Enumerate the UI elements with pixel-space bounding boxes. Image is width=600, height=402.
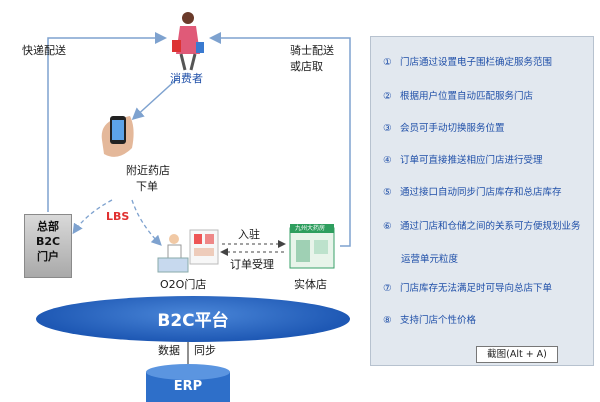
- shop-sign: 九州大药房: [295, 225, 326, 232]
- lbs-label: LBS: [106, 210, 130, 223]
- express-arrow: [47, 32, 167, 212]
- nearby-label-2: 下单: [136, 180, 158, 193]
- consumer-figure: [172, 12, 204, 71]
- feature-item-7: ⑦ 门店库存无法满足时可导向总店下单: [383, 283, 553, 294]
- phone-figure: [101, 116, 134, 157]
- feature-item-3: ③ 会员可手动切换服务位置: [383, 123, 505, 134]
- b2c-platform-label: B2C平台: [157, 311, 229, 331]
- hq-label-1: 总部: [37, 220, 59, 233]
- rider-arrow: [209, 32, 351, 247]
- rider-label-2: 或店取: [290, 60, 323, 73]
- erp-database-top: [146, 364, 230, 380]
- physical-store-figure: [289, 224, 335, 269]
- feature-item-6: ⑥ 通过门店和仓储之间的关系可方便规划业务: [383, 221, 581, 232]
- screenshot-caption: 截图(Alt + A): [476, 346, 558, 363]
- feature-item-1: ① 门店通过设置电子围栏确定服务范围: [383, 57, 553, 68]
- feature-item-2: ② 根据用户位置自动匹配服务门店: [383, 91, 534, 102]
- nearby-label-1: 附近药店: [126, 164, 170, 177]
- hq-label-3: 门户: [37, 250, 59, 263]
- feature-item-8: ⑧ 支持门店个性价格: [383, 315, 477, 326]
- physical-store-label: 实体店: [294, 278, 327, 291]
- settle-label: 入驻: [238, 228, 260, 241]
- sync-label: 同步: [194, 344, 216, 357]
- express-label: 快递配送: [22, 44, 66, 57]
- feature-item-5: ⑤ 通过接口自动同步门店库存和总店库存: [383, 187, 562, 198]
- feature-panel: ① 门店通过设置电子围栏确定服务范围 ② 根据用户位置自动匹配服务门店 ③ 会员…: [370, 36, 594, 366]
- order-label: 订单受理: [230, 258, 274, 271]
- o2o-store-figure: [157, 229, 219, 273]
- erp-label: ERP: [173, 379, 203, 394]
- consumer-phone-arrow: [131, 77, 179, 121]
- hq-b2c-portal: 总部 B2C 门户: [24, 214, 72, 278]
- data-label: 数据: [158, 344, 180, 357]
- lbs-to-store-arrow: [131, 199, 162, 246]
- feature-item-4: ④ 订单可直接推送相应门店进行受理: [383, 155, 543, 166]
- consumer-label: 消费者: [170, 72, 203, 85]
- hq-label-2: B2C: [35, 235, 61, 248]
- b2c-platform: [36, 296, 350, 342]
- rider-label-1: 骑士配送: [290, 44, 334, 57]
- feature-item-6-cont: 运营单元粒度: [401, 254, 459, 265]
- o2o-store-label: O2O门店: [160, 278, 207, 291]
